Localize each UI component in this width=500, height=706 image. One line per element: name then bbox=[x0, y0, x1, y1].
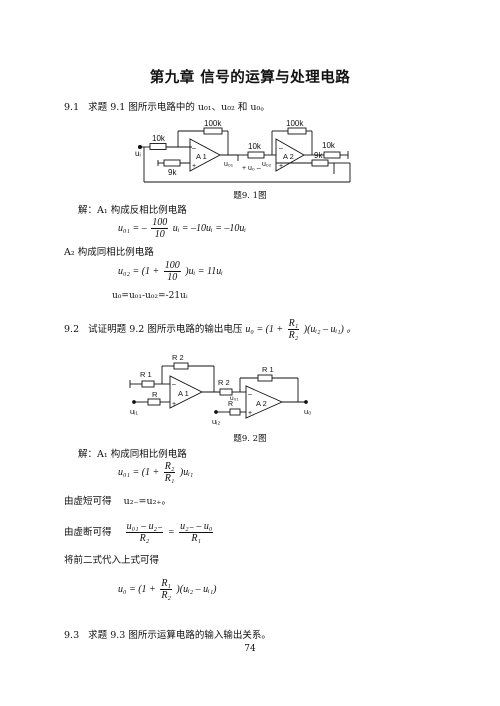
figure-caption-9-1: 题9. 1图 bbox=[233, 191, 267, 201]
label-amp2: A 2 bbox=[283, 152, 294, 161]
label-amp1: A 1 bbox=[178, 389, 189, 398]
label-amp1: A 1 bbox=[196, 152, 207, 161]
label-r2-mid: R 2 bbox=[218, 378, 230, 387]
label-input: uᵢ bbox=[135, 149, 141, 158]
label-out: u₀ bbox=[304, 407, 311, 416]
label-out1: u₀₁ bbox=[224, 161, 234, 168]
label-r-bal2: R bbox=[228, 401, 233, 408]
problem-9-3-statement: 9.3 求题 9.3 图所示运算电路的输入输出关系。 bbox=[64, 630, 271, 641]
label-r-bal1: R bbox=[152, 390, 158, 399]
label-r2-top: R 2 bbox=[172, 353, 184, 362]
solution-9-1-intro: 解：A₁ 构成反相比例电路 bbox=[78, 205, 187, 216]
label-r-bal1: 9k bbox=[168, 168, 177, 177]
label-minus-1: – bbox=[192, 145, 196, 152]
label-minus-a2: – bbox=[248, 391, 252, 398]
solution-9-1-a2: A₂ 构成同相比例电路 bbox=[64, 247, 154, 258]
label-minus-2: – bbox=[279, 145, 283, 152]
label-r-in: 10k bbox=[152, 134, 166, 143]
label-plus-1: + bbox=[192, 163, 196, 170]
figure-caption-9-2: 题9. 2图 bbox=[233, 434, 267, 444]
substitution-text: 将前二式代入上式可得 bbox=[64, 555, 160, 566]
label-r1-top: R 1 bbox=[262, 365, 274, 374]
page-number: 74 bbox=[244, 644, 256, 654]
virtual-short-line: 由虚短可得 u₂₋=u₂₊。 bbox=[64, 496, 171, 507]
label-plus-2: + bbox=[279, 163, 283, 170]
label-amp2: A 2 bbox=[256, 399, 267, 408]
label-r-bal2: 9k bbox=[314, 151, 323, 160]
label-in1: uᵢ₁ bbox=[130, 407, 138, 416]
label-in2: uᵢ₂ bbox=[212, 417, 220, 426]
equation-u0: u₀=u₀₁-u₀₂=-21uᵢ bbox=[112, 291, 188, 301]
circuit-figure-9-1: uᵢ 10k 100k 9k – + A 1 u₀₁ 10k + u₀ – u₀… bbox=[135, 119, 351, 183]
label-plus-a1: + bbox=[172, 401, 176, 408]
problem-text: 求题 9.1 图所示电路中的 u₀₁、u₀₂ 和 u₀。 bbox=[88, 102, 270, 113]
label-out1: u₀₁ bbox=[230, 395, 239, 402]
chapter-title: 第九章 信号的运算与处理电路 bbox=[149, 69, 351, 86]
label-r-fb1: 100k bbox=[204, 119, 222, 128]
label-out2: u₀₂ bbox=[262, 161, 272, 168]
label-output: + u₀ – bbox=[242, 165, 261, 172]
label-r-fb2: 100k bbox=[286, 119, 304, 128]
label-r-right: 10k bbox=[322, 141, 336, 150]
problem-9-1-statement: 9.1 求题 9.1 图所示电路中的 u₀₁、u₀₂ 和 u₀。 bbox=[64, 102, 270, 114]
label-minus-a1: – bbox=[172, 381, 176, 388]
circuit-figure-9-2: R 2 R 1 R – + A 1 uᵢ₁ R 2 R 1 R u₀₁ – + … bbox=[129, 353, 311, 426]
problem-number: 9.1 bbox=[64, 102, 80, 113]
label-r-mid: 10k bbox=[248, 142, 262, 151]
label-plus-a2: + bbox=[248, 410, 252, 417]
solution-9-2-intro: 解：A₁ 构成同相比例电路 bbox=[78, 449, 187, 460]
label-r1-left: R 1 bbox=[140, 370, 152, 379]
